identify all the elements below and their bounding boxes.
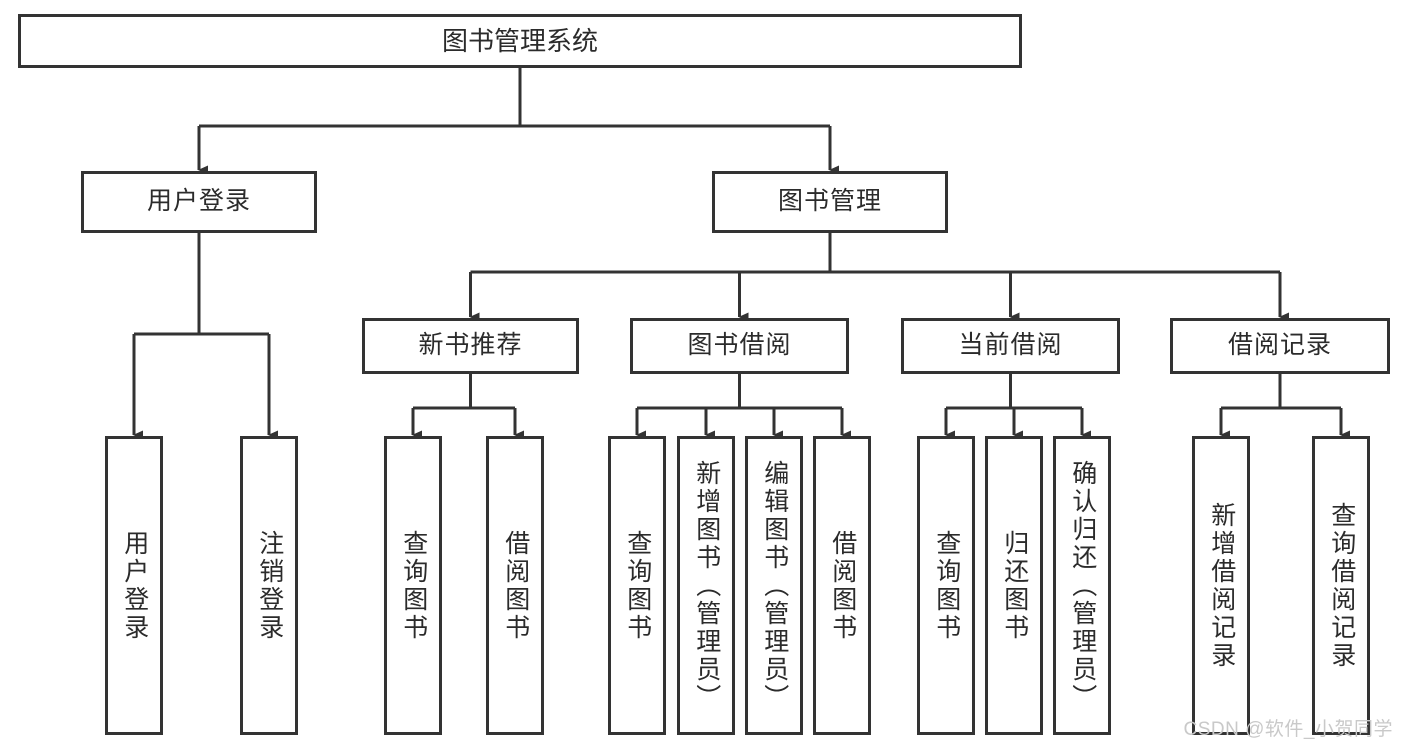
node-leaf-confirm-return-admin[interactable]: 确认归还（管理员） (1053, 436, 1111, 735)
node-leaf-logout[interactable]: 注销登录 (240, 436, 298, 735)
csdn-watermark: CSDN @软件_小贺同学 (1183, 719, 1393, 740)
node-leaf-edit-book-admin[interactable]: 编辑图书（管理员） (745, 436, 803, 735)
node-leaf-query-books-recommendation[interactable]: 查询图书 (384, 436, 442, 735)
node-label: 确认归还（管理员） (1068, 459, 1097, 712)
node-label: 查询图书 (399, 529, 428, 642)
node-label: 用户登录 (120, 529, 149, 642)
node-new-book-recommendation[interactable]: 新书推荐 (362, 318, 579, 374)
node-book-management[interactable]: 图书管理 (712, 171, 948, 233)
node-label: 借阅图书 (501, 529, 530, 642)
node-label: 新增借阅记录 (1207, 501, 1236, 670)
node-label: 新增图书（管理员） (692, 459, 721, 712)
node-root-book-management-system[interactable]: 图书管理系统 (18, 14, 1022, 68)
node-label: 查询借阅记录 (1327, 501, 1356, 670)
node-borrowing-records[interactable]: 借阅记录 (1170, 318, 1390, 374)
node-label: 编辑图书（管理员） (760, 459, 789, 712)
node-label: 借阅图书 (828, 529, 857, 642)
node-label: 注销登录 (255, 529, 284, 642)
node-leaf-add-book-admin[interactable]: 新增图书（管理员） (677, 436, 735, 735)
node-label: 查询图书 (932, 529, 961, 642)
node-user-login[interactable]: 用户登录 (81, 171, 317, 233)
node-leaf-query-books-current[interactable]: 查询图书 (917, 436, 975, 735)
node-leaf-query-books-borrowing[interactable]: 查询图书 (608, 436, 666, 735)
node-current-borrowing[interactable]: 当前借阅 (901, 318, 1120, 374)
node-leaf-return-book[interactable]: 归还图书 (985, 436, 1043, 735)
node-leaf-user-login[interactable]: 用户登录 (105, 436, 163, 735)
node-label: 归还图书 (1000, 529, 1029, 642)
node-book-borrowing[interactable]: 图书借阅 (630, 318, 849, 374)
node-leaf-add-borrowing-record[interactable]: 新增借阅记录 (1192, 436, 1250, 735)
node-leaf-borrow-books-recommendation[interactable]: 借阅图书 (486, 436, 544, 735)
node-label: 查询图书 (623, 529, 652, 642)
node-leaf-borrow-books-borrowing[interactable]: 借阅图书 (813, 436, 871, 735)
node-leaf-query-borrowing-record[interactable]: 查询借阅记录 (1312, 436, 1370, 735)
